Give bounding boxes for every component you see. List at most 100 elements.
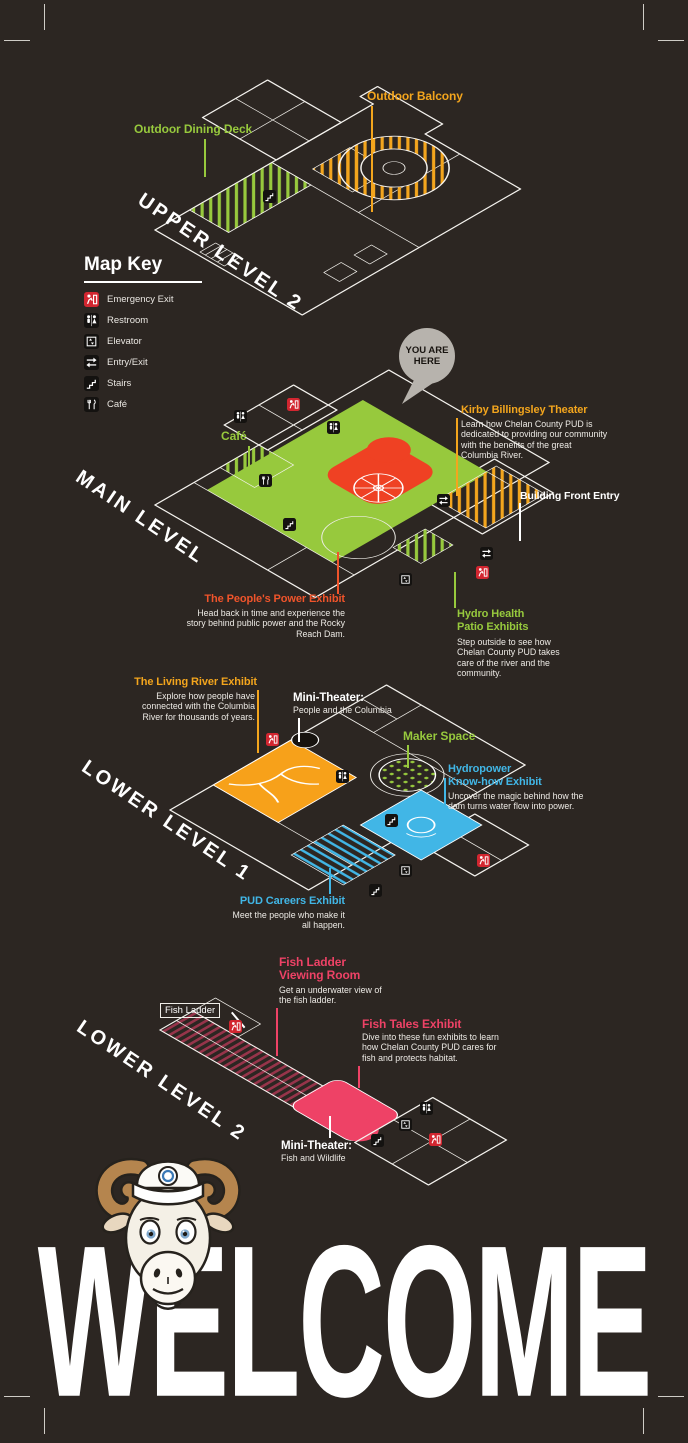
stairs-icon bbox=[371, 1134, 384, 1147]
floor-plan-upper-level-2 bbox=[154, 79, 522, 316]
peoples-power-title: The People's Power Exhibit bbox=[204, 593, 345, 605]
restroom-icon bbox=[327, 421, 340, 434]
hydropower-title-2: Know-how Exhibit bbox=[448, 776, 542, 788]
emergency-exit-icon bbox=[477, 854, 490, 867]
restroom-icon bbox=[84, 313, 99, 328]
living-river-desc: Explore how people have connected with t… bbox=[142, 691, 255, 722]
map-key-label: Emergency Exit bbox=[107, 294, 174, 305]
living-river-area bbox=[212, 739, 358, 823]
stairs-icon bbox=[283, 518, 296, 531]
fish-ladder-room-title-2: Viewing Room bbox=[279, 968, 361, 982]
elevator-icon bbox=[399, 1118, 412, 1131]
lower-level-1-outline bbox=[169, 684, 526, 891]
map-key-label: Restroom bbox=[107, 315, 149, 326]
crop-mark bbox=[643, 4, 644, 30]
building-front-entry-label: Building Front Entry bbox=[520, 490, 620, 502]
mini-theater-2-title: Mini-Theater: bbox=[281, 1140, 352, 1152]
emergency-exit-icon bbox=[266, 733, 279, 746]
outdoor-balcony-label: Outdoor Balcony bbox=[367, 89, 463, 103]
stairs-icon bbox=[263, 190, 276, 203]
mini-theater-1-title: Mini-Theater: bbox=[293, 692, 364, 704]
map-key-row: Stairs bbox=[84, 376, 234, 391]
you-are-here-pointer bbox=[402, 378, 433, 404]
map-key-row: Emergency Exit bbox=[84, 292, 234, 307]
maker-space-ring bbox=[370, 753, 445, 797]
crop-mark bbox=[4, 40, 30, 41]
leader-cafe bbox=[248, 446, 250, 472]
leader-hydropower bbox=[444, 778, 446, 833]
leader-fish-tales bbox=[358, 1066, 360, 1088]
kirby-seating-area bbox=[436, 465, 546, 529]
main-level-outline bbox=[154, 369, 550, 598]
hydro-health-title-1: Hydro Health bbox=[457, 608, 525, 620]
hydropower-swirl bbox=[406, 816, 436, 834]
map-key-label: Entry/Exit bbox=[107, 357, 148, 368]
map-key-underline bbox=[84, 281, 202, 283]
living-river-title: The Living River Exhibit bbox=[134, 676, 257, 688]
map-key-row: Entry/Exit bbox=[84, 355, 234, 370]
leader-living-river bbox=[257, 690, 259, 753]
you-are-here-line1: YOU ARE bbox=[405, 345, 449, 356]
floor-plan-lower-level-2 bbox=[158, 997, 508, 1186]
emergency-exit-icon bbox=[429, 1133, 442, 1146]
crop-mark bbox=[44, 1408, 45, 1434]
river-lines bbox=[228, 765, 321, 803]
restroom-icon bbox=[420, 1102, 433, 1115]
leader-front-entry bbox=[519, 503, 521, 541]
map-key-label: Stairs bbox=[107, 378, 132, 389]
map-key: Map Key Emergency Exit Restroom Elevator… bbox=[84, 254, 234, 418]
leader-peoples-power bbox=[337, 552, 339, 594]
outdoor-dining-deck-label: Outdoor Dining Deck bbox=[134, 122, 253, 136]
cafe-label: Café bbox=[221, 429, 247, 443]
floor-plan-lower-level-1 bbox=[169, 684, 530, 891]
spiral-stair bbox=[353, 473, 404, 503]
map-key-title: Map Key bbox=[84, 254, 163, 275]
emergency-exit-icon bbox=[287, 398, 300, 411]
crop-mark bbox=[658, 40, 684, 41]
stairs-icon bbox=[369, 884, 382, 897]
entry-exit-icon bbox=[84, 355, 99, 370]
mini-theater-2-desc: Fish and Wildlife bbox=[281, 1153, 346, 1163]
entry-exit-icon bbox=[437, 494, 450, 507]
outdoor-dining-deck-area bbox=[188, 162, 312, 233]
fish-tales-title: Fish Tales Exhibit bbox=[362, 1017, 462, 1031]
ram-muzzle bbox=[139, 1250, 197, 1306]
stairs-icon bbox=[84, 376, 99, 391]
mini-theater-1-desc: People and the Columbia bbox=[293, 705, 392, 715]
leader-maker-space bbox=[407, 745, 409, 768]
crop-mark bbox=[44, 4, 45, 30]
emergency-exit-icon bbox=[229, 1020, 242, 1033]
cafe-area bbox=[219, 444, 295, 488]
map-key-row: Café bbox=[84, 397, 234, 412]
elevator-icon bbox=[399, 573, 412, 586]
leader-fish-ladder-room bbox=[276, 1008, 278, 1056]
mascot-ram bbox=[95, 1157, 241, 1311]
restroom-icon bbox=[336, 770, 349, 783]
crop-mark bbox=[4, 1396, 30, 1397]
emergency-exit-icon bbox=[476, 566, 489, 579]
elevator-icon bbox=[399, 864, 412, 877]
leader-pud-careers bbox=[329, 868, 331, 894]
map-key-row: Elevator bbox=[84, 334, 234, 349]
map-key-row: Restroom bbox=[84, 313, 234, 328]
floor-plan-main-level bbox=[154, 369, 555, 598]
crop-mark bbox=[658, 1396, 684, 1397]
hat-logo bbox=[158, 1166, 178, 1186]
roof-unit bbox=[323, 262, 358, 282]
fish-tales-desc: Dive into these fun exhibits to learn ho… bbox=[362, 1032, 499, 1063]
cafe-icon bbox=[84, 397, 99, 412]
crop-mark bbox=[643, 1408, 644, 1434]
stair-well bbox=[199, 242, 241, 267]
maker-space-area bbox=[378, 758, 437, 792]
entry-exit-icon bbox=[480, 547, 493, 560]
leader-mini-theater-1 bbox=[298, 718, 300, 742]
hydro-health-desc: Step outside to see how Chelan County PU… bbox=[457, 637, 560, 679]
hydro-health-patio-area bbox=[392, 528, 454, 564]
map-key-label: Café bbox=[107, 399, 128, 410]
emergency-exit-icon bbox=[84, 292, 99, 307]
roof-unit bbox=[353, 244, 388, 265]
ram-eyes bbox=[139, 1217, 197, 1245]
fish-ladder-room-desc: Get an underwater view of the fish ladde… bbox=[279, 985, 382, 1006]
maker-space-label: Maker Space bbox=[403, 729, 476, 743]
hydropower-desc: Uncover the magic behind how the dam tur… bbox=[448, 791, 584, 812]
